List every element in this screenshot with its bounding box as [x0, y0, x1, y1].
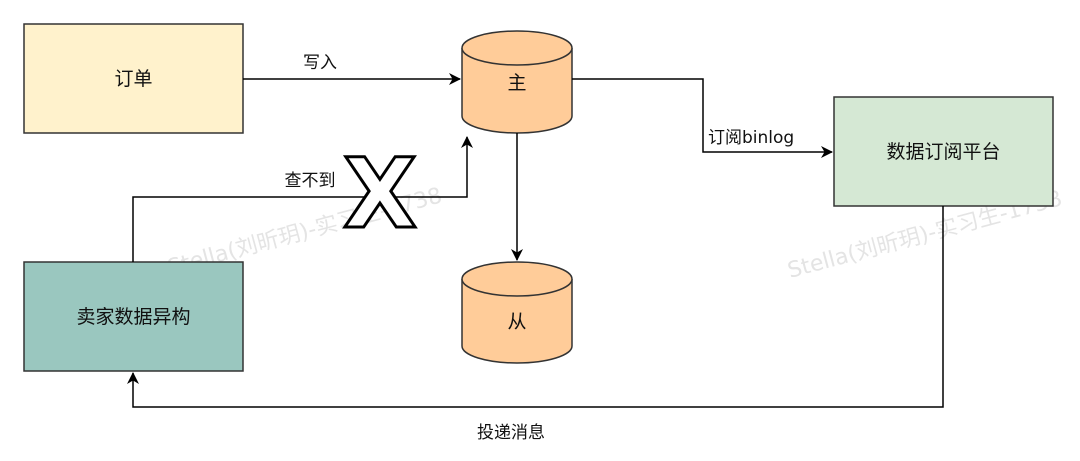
slave-db-body — [461, 279, 573, 364]
edge-subscribe-binlog-label: 订阅binlog — [708, 128, 794, 148]
order-box — [23, 23, 244, 134]
edge-write-label: 写入 — [303, 53, 337, 73]
seller-hetero-label: 卖家数据异构 — [76, 306, 190, 328]
edge-deliver-message-label: 投递消息 — [477, 423, 545, 443]
master-db-label: 主 — [507, 72, 526, 94]
order-node: 订单 — [23, 23, 244, 134]
subscribe-platform-box — [833, 96, 1054, 207]
edge-deliver-message: 投递消息 — [127, 206, 944, 443]
edge-not-found: 查不到 — [132, 136, 473, 262]
svg-text:X: X — [343, 138, 417, 250]
edge-subscribe-binlog: 订阅binlog — [572, 78, 833, 158]
master-db-node: 主 — [461, 30, 573, 134]
slave-db-label: 从 — [507, 311, 526, 333]
order-label: 订单 — [114, 68, 152, 90]
edge-write: 写入 — [243, 53, 461, 85]
master-db-top — [461, 30, 573, 66]
subscribe-platform-label: 数据订阅平台 — [886, 141, 1000, 163]
seller-hetero-node: 卖家数据异构 — [23, 261, 244, 372]
edge-not-found-label: 查不到 — [285, 171, 336, 191]
seller-hetero-box — [23, 261, 244, 372]
slave-db-node: 从 — [461, 261, 573, 364]
slave-db-top — [461, 261, 573, 297]
cross-mark-icon: X — [341, 137, 418, 252]
subscribe-platform-node: 数据订阅平台 — [833, 96, 1054, 207]
